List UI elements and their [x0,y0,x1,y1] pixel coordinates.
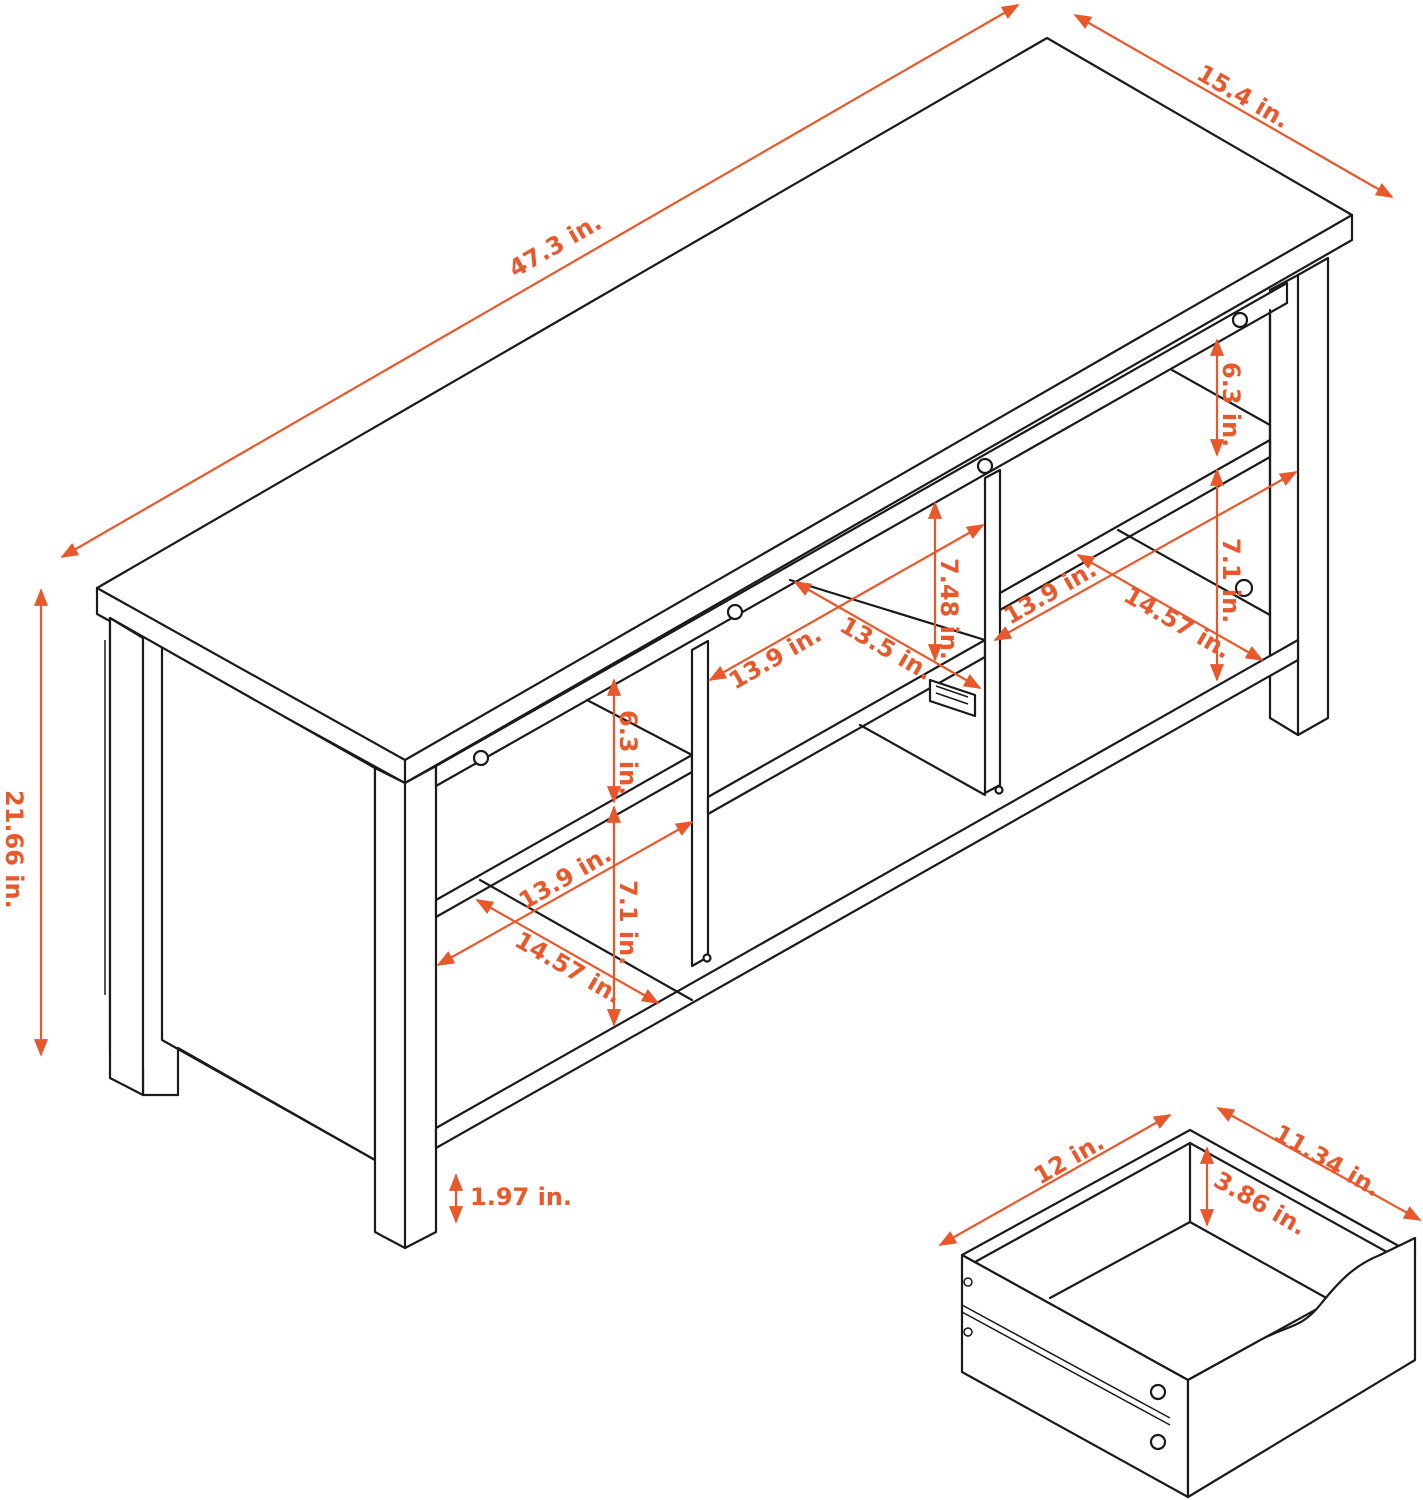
center-back-lower [858,723,987,797]
left-divider [690,639,710,968]
dim-arrow-left-shelf-width [475,899,660,1004]
left-shelf-back [585,698,694,757]
screw-icon [702,953,712,963]
screw-icon [1149,1433,1167,1451]
dim-label-center-width: 13.5 in. [835,611,937,686]
dim-label-left-lower-shelf-height: 7.1 in. [614,880,642,965]
cam-lock-icon [1231,311,1249,329]
tabletop-left-edge [95,586,407,785]
left-back-leg [108,616,145,1097]
cam-lock-icon [976,457,994,475]
screw-icon [963,1327,973,1337]
drawer-interior-floor [1188,1220,1332,1302]
dim-arrow-drawer-width [938,1114,1172,1246]
cam-lock-icon [726,603,744,621]
drawer-front [1186,1236,1417,1499]
cam-lock-icon [472,749,490,767]
drawer-slide-rail [961,1304,1171,1426]
drawer-slide-bracket [928,678,977,718]
screw-icon [963,1277,973,1287]
screw-icon [994,785,1004,795]
dim-arrow-depth [1073,14,1394,198]
dim-label-left-upper-shelf-height: 6.3 in. [614,710,642,795]
right-divider [983,468,1002,795]
dim-label-height: 21.66 in. [0,790,28,909]
dim-label-depth: 15.4 in. [1192,59,1294,134]
left-panel-inner [160,646,377,1162]
dim-label-center-depth: 13.9 in. [724,620,826,695]
dim-label-center-height: 7.48 in. [935,558,963,660]
dim-label-right-lower-shelf-height: 7.1 in. [1217,538,1245,623]
dim-arrow-drawer-depth [1216,1107,1422,1221]
dim-label-right-upper-shelf-height: 6.3 in. [1217,362,1245,447]
bottom-rail [434,638,1300,1150]
tv-stand-drawing [95,36,1354,1250]
dim-label-left-shelf-width: 14.57 in. [510,926,627,1010]
dim-arrow-right-shelf-width [1076,554,1264,661]
dim-arrow-center-width [793,581,982,689]
dim-label-leg-clearance: 1.97 in. [470,1183,572,1211]
dim-arrow-width [60,4,1020,558]
screw-icon [1149,1383,1167,1401]
